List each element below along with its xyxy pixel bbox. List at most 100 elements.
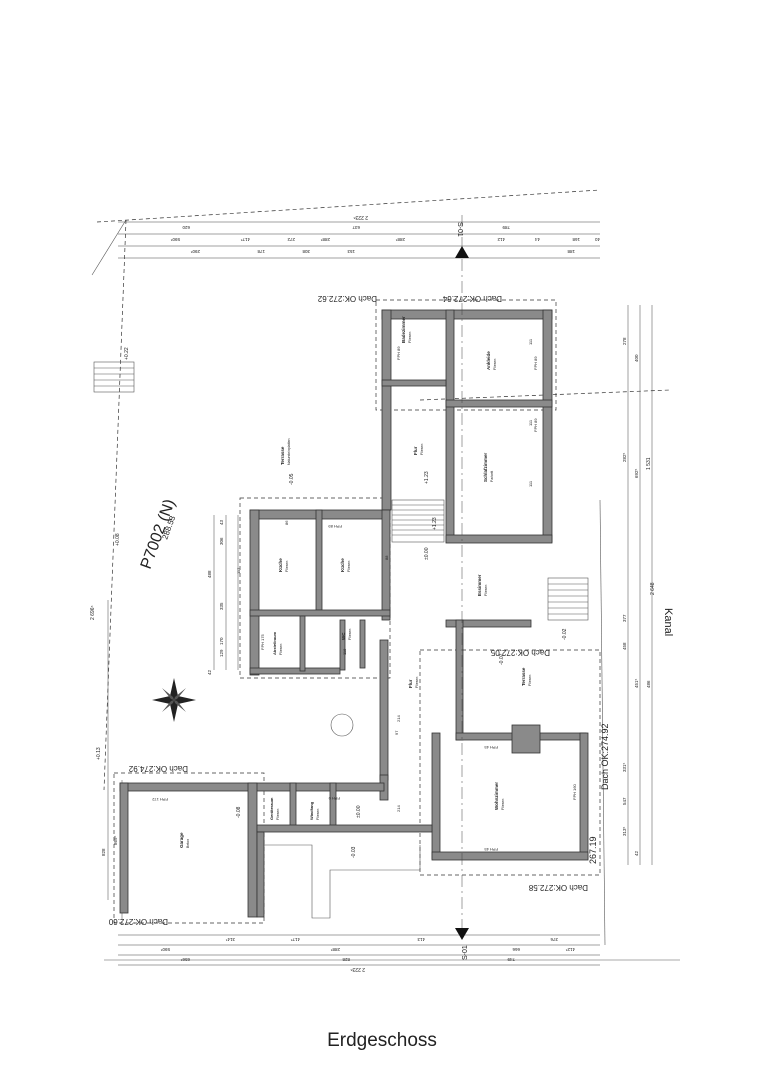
room-floor: Fliesen [348,629,352,640]
dimension-value: 590⁵ [170,237,180,242]
section-labels: S-01 S-01 [456,222,469,960]
room-floor: Fliesen [484,585,488,596]
door-tags: 111 111 111 117 118 97 214 214 86 88 [236,338,533,812]
room-name: Essimmer [477,574,482,596]
room-name: Küche [278,558,283,572]
dimension-value: 400 [634,354,639,362]
dimension-value: 288⁵ [395,237,405,242]
room-name: Ankleide [486,351,491,370]
room-floor: Fliesen [285,561,289,572]
room-floor: Parkett [490,471,494,482]
room-floor: Fliesen [501,799,505,810]
level-mark: -0.02 [499,653,505,665]
room-name: Wohnzimmer [494,782,499,810]
level-marks: ±0.00 ±0.00 -0.02 -0.02 -0.05 -0.08 -0.0… [236,471,568,858]
dimension-value: 129 [219,649,224,657]
roof-label: Dach OK:272.62 [317,294,377,303]
roof-level-labels: Dach OK:272.62 Dach OK:272.64 Dach OK:27… [108,294,610,926]
window-tag: FPH 0 [328,796,340,801]
room-name: Abstellraum [272,631,277,655]
window-tag: FPH 45 [484,847,498,852]
door-tag: 111 [528,338,533,345]
room-floor: Fliesen [408,332,412,343]
property-boundary [91,189,680,961]
dimension-value: 168 [572,237,580,242]
dimension-value: 40 [594,237,600,242]
roof-label: Dach OK:272.60 [108,917,168,926]
stairs-east [547,577,589,621]
dimension-value: 376 [550,937,558,942]
dimension-text-right: 1 531 692⁵ 486 458 278 400 282⁵ 377 547 … [622,337,652,856]
room-floor: Fliesen [415,677,419,688]
door-tag: 97 [394,730,399,735]
dimension-value: 306 [219,537,224,545]
window-tags: FPH 89 FPH 89 FPH 89 FPH 172 FPH 45 FPH … [151,346,577,852]
room-name: Terrasse [521,667,526,686]
dimension-value: 486 [646,680,651,688]
level-mark: -0.02 [562,628,568,640]
level-mark: -0.03 [351,846,357,858]
dimension-value: 170 [219,637,224,645]
window-tag: FPH 160 [572,783,577,800]
section-label: S-01 [462,945,469,960]
spot-heights: 267.19 +0.22 +0.13 +0.08 2 648 [96,347,656,864]
dimension-value: 417⁵ [240,237,250,242]
door-tag: 117 [236,567,241,574]
walls [119,309,589,918]
level-mark: +1.23 [432,517,438,530]
roof-label: Dach OK:274.92 [600,723,610,790]
spot-height: +0.22 [124,347,130,360]
roof-label: Dach OK:272.05 [490,648,550,657]
roof-label: Dach OK:272.64 [442,294,502,303]
right-dimension-chain [627,305,653,865]
room-floor: Natursteinplatten [287,438,291,465]
room-floor: Fliesen [316,809,320,820]
window-tag: FPH 89 [533,418,538,432]
window-tag: FPH 172 [151,797,168,802]
room-name: Flur [413,446,418,455]
dimension-value: 153 [347,249,355,254]
dimension-value: 290⁵ [190,249,200,254]
dimension-value: 2 223⁵ [353,214,368,220]
dimension-value: 43 [219,519,224,525]
dimension-value: 828 [101,848,106,856]
dimension-value: 1 531 [646,457,652,470]
door-tag: 214 [396,805,401,812]
dimension-value: 308 [302,249,310,254]
room-name: Geräteraum [269,797,274,820]
section-marker-top [455,215,469,940]
room-floor: Fliesen [420,444,424,455]
dimension-value: 377 [622,614,627,622]
room-floor: Fliesen [528,675,532,686]
roof-label: Dach OK:272.58 [528,883,588,892]
parcel-annotation: P7002 (N) 288.53 Kanal [138,497,674,636]
dimension-value: 2 223⁵ [350,966,365,972]
dimension-text-left: 2 696⁵ 828 869⁵ 488 42 335 170 129 306 4… [90,519,224,856]
room-floor: Fliesen [276,809,280,820]
level-mark: -0.05 [289,473,295,485]
dimension-value: 335 [219,602,224,610]
room-name: Terrasse [280,446,285,465]
room-floor: Fliesen [347,561,351,572]
dimension-value: 288⁵ [320,237,330,242]
spot-height: +0.13 [96,747,102,760]
room-name: Windfang [309,801,314,820]
dimension-text-bottom: 2 223⁵ 828 656⁵ 590⁵ 417⁵ 288⁵ 413 749 6… [160,937,575,972]
dimension-value: 188 [567,249,575,254]
room-name: Flur [408,679,413,688]
spot-height: 267.19 [588,836,598,864]
room-name: Küche [340,558,345,572]
dimension-value: 282⁵ [622,452,627,462]
door-tag: 88 [384,555,389,560]
dimension-value: 272 [287,237,295,242]
spot-height: +0.08 [115,533,121,546]
door-tag: 118 [342,648,347,655]
window-tag: FPH 45 [484,745,498,750]
dimension-value: 417⁵ [290,937,300,942]
stairs-west [93,361,135,393]
dimension-value: 828 [342,957,350,962]
room-floor: Fliesen [279,644,283,655]
dimension-value: 620 [182,225,190,230]
dimension-value: 666 [512,947,520,952]
